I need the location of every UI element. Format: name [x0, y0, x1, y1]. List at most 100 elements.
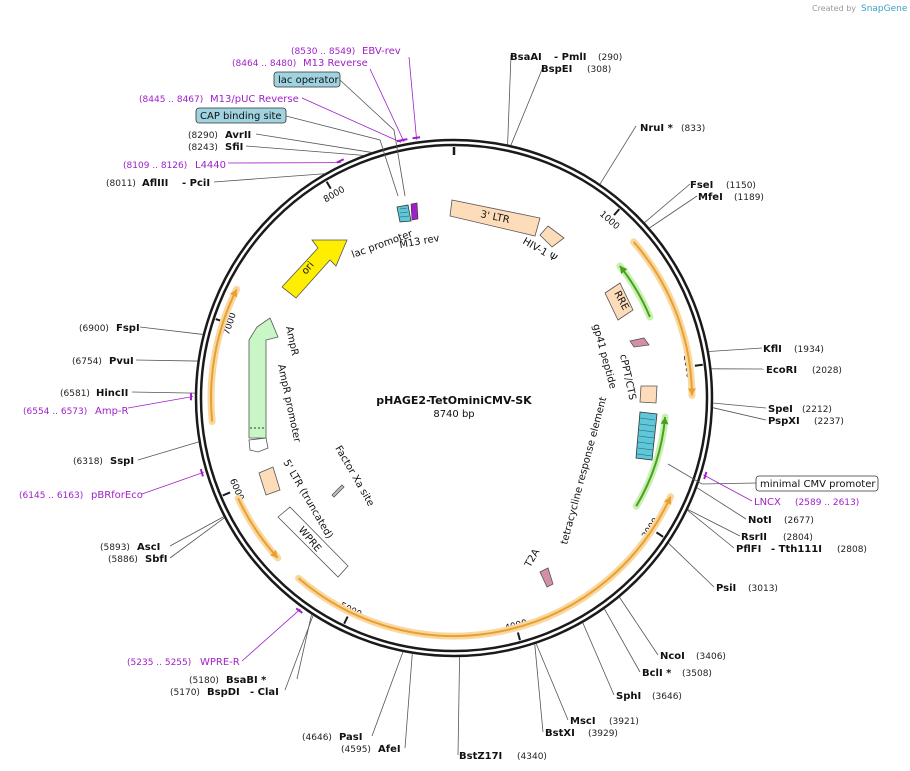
enzyme-leader: [687, 509, 741, 537]
enzyme-sspi[interactable]: SspI: [110, 456, 134, 467]
enzyme-bsabi[interactable]: BsaBI *: [226, 675, 267, 686]
enzyme-rsrii[interactable]: RsrII: [741, 532, 767, 543]
orf-arc-2-arrowhead: [664, 496, 672, 505]
primer-leader: [127, 396, 194, 409]
enzyme-bstxi[interactable]: BstXI: [545, 728, 575, 739]
enzyme-leader: [371, 651, 404, 737]
enzyme-bstz17i[interactable]: BstZ17I: [459, 751, 502, 762]
tick-mark: [613, 208, 621, 216]
feature-lac-promoter[interactable]: [396, 204, 412, 223]
enzyme-leader: [135, 359, 198, 362]
primer-m13-reverse[interactable]: M13 Reverse: [303, 58, 368, 69]
feature-ampr-promoter[interactable]: [248, 437, 269, 453]
credit-prefix: Created by: [812, 4, 856, 13]
feature-ori[interactable]: [281, 239, 348, 299]
enzyme-sfii[interactable]: SfiI: [225, 142, 243, 153]
primer-m13-reverse-pos: (8464 .. 8480): [232, 59, 296, 69]
enzyme-bstxi-pos: (3929): [588, 729, 618, 739]
credit-brand: SnapGene: [861, 4, 908, 14]
enzyme-fspi[interactable]: FspI: [116, 323, 140, 334]
enzyme-pasi[interactable]: PasI: [339, 732, 362, 743]
feature-ampr[interactable]: [248, 317, 279, 439]
enzyme-bcli-pos: (3508): [682, 669, 712, 679]
primer-leader: [703, 474, 753, 502]
enzyme-nrui[interactable]: NruI *: [640, 123, 674, 134]
enzyme-ncoi-pos: (3406): [696, 652, 726, 662]
enzyme-bstz17i-pos: (4340): [517, 752, 547, 762]
feature-wpre[interactable]: [277, 506, 349, 578]
primer-ampr[interactable]: Amp-R: [95, 406, 129, 417]
enzyme-asci[interactable]: AscI: [137, 542, 160, 553]
feature-hiv-psi[interactable]: [539, 225, 565, 248]
primer-m13puc[interactable]: M13/pUC Reverse: [210, 94, 299, 105]
enzyme-afliii[interactable]: AflIII: [142, 178, 168, 189]
enzyme-pspxi[interactable]: PspXI: [768, 416, 800, 427]
feature-rre[interactable]: [604, 282, 634, 321]
enzyme-sphi[interactable]: SphI: [616, 691, 641, 702]
tre-hatch: [636, 417, 656, 457]
primer-l4440[interactable]: L4440: [195, 160, 226, 171]
enzyme-sbfi-pos: (5886): [108, 555, 138, 565]
orf-arc-4-arrowhead: [229, 289, 238, 298]
enzyme-leader: [535, 643, 569, 721]
enzyme-spei[interactable]: SpeI: [768, 404, 793, 415]
enzyme-leader: [213, 173, 325, 183]
enzyme-psii[interactable]: PsiI: [716, 583, 736, 594]
enzyme-noti[interactable]: NotI: [748, 515, 772, 526]
feature-m13-rev[interactable]: [410, 202, 419, 221]
enzyme-pflfi[interactable]: PflFI: [736, 544, 761, 555]
primer-lncx[interactable]: LNCX: [754, 497, 781, 508]
primer-pbrforeco[interactable]: pBRforEco: [91, 490, 143, 501]
feature-factor-xa[interactable]: [331, 484, 345, 498]
feature-t2a[interactable]: [539, 567, 554, 588]
enzyme-leader: [644, 183, 691, 223]
cap-binding-site-label: CAP binding site: [200, 111, 282, 122]
tick-mark: [343, 616, 349, 625]
feature-3ltr[interactable]: [449, 199, 541, 237]
enzyme-fsei[interactable]: FseI: [690, 180, 713, 191]
tick-label: 1000: [597, 209, 621, 232]
enzyme-bspdi[interactable]: BspDI: [207, 687, 240, 698]
minimal-cmv-box[interactable]: [755, 475, 879, 492]
enzyme-leader: [245, 145, 364, 156]
enzyme-pvui[interactable]: PvuI: [109, 356, 134, 367]
enzyme-msci[interactable]: MscI: [570, 716, 596, 727]
tick-mark: [655, 531, 664, 538]
feature-5ltr[interactable]: [258, 466, 281, 496]
enzyme-bspei[interactable]: BspEI: [541, 64, 572, 75]
orf-arc-2[interactable]: [297, 496, 672, 637]
tick-mark: [325, 181, 332, 190]
cap-binding-site-box[interactable]: [195, 107, 287, 124]
enzyme-avrii[interactable]: AvrII: [225, 130, 251, 141]
primer-lncx-pos: (2589 .. 2613): [795, 498, 859, 508]
enzyme-sphi-pos: (3646): [652, 692, 682, 702]
feature-gp41[interactable]: [629, 337, 650, 348]
enzyme-ecori[interactable]: EcoRI: [766, 365, 797, 376]
enzyme-leader: [696, 487, 747, 520]
green-orf-arc-2[interactable]: [635, 416, 667, 507]
orf-arc-4[interactable]: [210, 288, 238, 422]
primer-site-mark: [396, 138, 405, 143]
enzyme-bsaai[interactable]: BsaAI: [510, 52, 542, 63]
enzyme-sbfi[interactable]: SbfI: [145, 554, 167, 565]
primer-site-mark: [412, 136, 421, 140]
enzyme-leader: [712, 402, 767, 409]
enzyme-leader: [131, 391, 196, 394]
backbone-inner: [199, 143, 709, 653]
enzyme-afei[interactable]: AfeI: [378, 744, 401, 755]
orf-arc-1[interactable]: [632, 241, 693, 396]
enzyme-leader: [296, 614, 312, 680]
primer-wpre-r[interactable]: WPRE-R: [200, 657, 240, 668]
enzyme-pvui-pos: (6754): [72, 357, 102, 367]
enzyme-ncoi[interactable]: NcoI: [660, 651, 685, 662]
orf-arcs: [207, 238, 696, 640]
enzyme-mfei[interactable]: MfeI: [698, 192, 723, 203]
enzyme-kfli[interactable]: KflI: [763, 344, 782, 355]
feature-cppt[interactable]: [639, 385, 658, 404]
lac-operator-box[interactable]: [273, 71, 341, 88]
enzyme-bcli[interactable]: BclI *: [642, 668, 672, 679]
enzyme-hincii[interactable]: HincII: [96, 388, 128, 399]
orf-arc-1-arrowhead: [687, 388, 696, 396]
enzyme-sspi-pos: (6318): [73, 457, 103, 467]
primer-ebv-rev[interactable]: EBV-rev: [362, 46, 401, 57]
